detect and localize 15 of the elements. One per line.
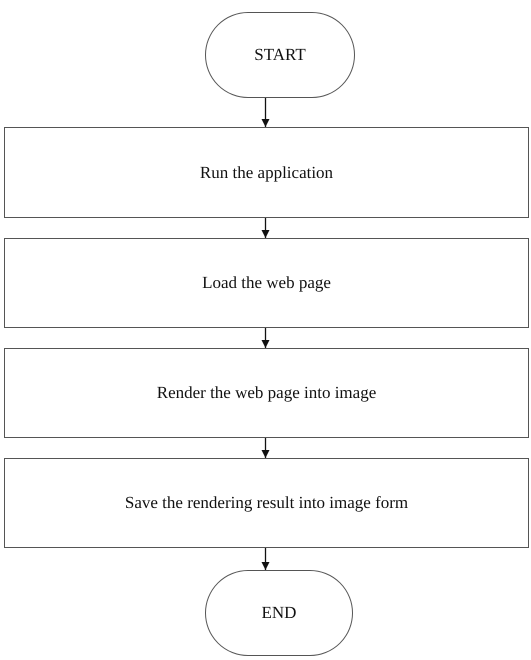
process-box (4, 458, 529, 548)
process-box (4, 127, 529, 218)
step-label: Load the web page (202, 273, 331, 293)
process-box (4, 348, 529, 438)
step-label: Save the rendering result into image form (124, 493, 408, 513)
step-label: END (262, 603, 296, 623)
arrow (262, 328, 270, 348)
step-label: Render the web page into image (156, 383, 376, 403)
arrow (262, 98, 270, 127)
arrow (262, 438, 270, 458)
arrow (262, 218, 270, 238)
process-box (4, 238, 529, 328)
step-label: Run the application (200, 162, 334, 182)
arrow (262, 548, 270, 570)
step-label: START (254, 45, 306, 65)
